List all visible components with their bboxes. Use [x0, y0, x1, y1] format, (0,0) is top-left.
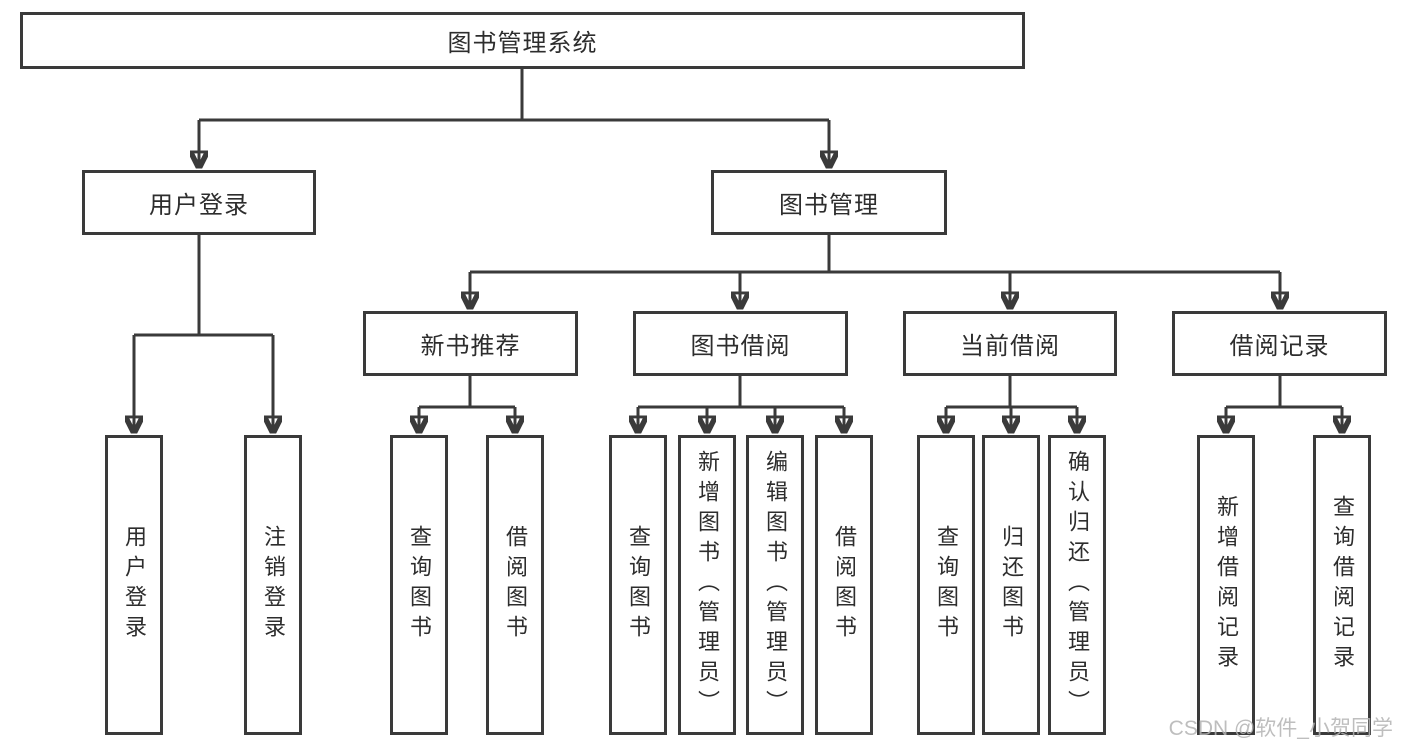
- node-label: 借阅记录: [1229, 333, 1330, 360]
- node-label: 借阅图书: [832, 525, 857, 645]
- leaf-query-books-borrowing: 查询图书: [609, 435, 667, 735]
- leaf-add-books-admin: 新增图书（管理员）: [678, 435, 736, 735]
- leaf-user-login: 用户登录: [105, 435, 163, 735]
- leaf-add-borrow-record: 新增借阅记录: [1197, 435, 1255, 735]
- node-label: 查询借阅记录: [1330, 495, 1355, 675]
- node-label: 用户登录: [149, 192, 249, 219]
- node-book-management: 图书管理: [711, 170, 947, 235]
- leaf-borrow-books: 借阅图书: [815, 435, 873, 735]
- leaf-return-books: 归还图书: [982, 435, 1040, 735]
- connector-current-borrowing: [946, 376, 1077, 431]
- node-user-login: 用户登录: [82, 170, 316, 235]
- node-label: 当前借阅: [960, 333, 1060, 360]
- node-label: 注销登录: [261, 525, 286, 645]
- leaf-query-books-recommend: 查询图书: [390, 435, 448, 735]
- connector-new-book-recommend: [419, 376, 515, 431]
- node-label: 图书借阅: [690, 333, 791, 360]
- node-label: 编辑图书（管理员）: [763, 450, 788, 720]
- leaf-confirm-return-admin: 确认归还（管理员）: [1048, 435, 1106, 735]
- connector-root: [199, 68, 829, 166]
- node-label: 图书管理: [779, 192, 879, 219]
- leaf-query-borrow-record: 查询借阅记录: [1313, 435, 1371, 735]
- node-label: 查询图书: [934, 525, 959, 645]
- leaf-borrow-books-recommend: 借阅图书: [486, 435, 544, 735]
- connector-user-login: [134, 235, 273, 431]
- node-new-book-recommend: 新书推荐: [363, 311, 578, 376]
- csdn-watermark: CSDN @软件_小贺同学: [1168, 717, 1393, 740]
- node-label: 新增借阅记录: [1214, 495, 1239, 675]
- connector-book-management: [470, 235, 1280, 307]
- leaf-edit-books-admin: 编辑图书（管理员）: [746, 435, 804, 735]
- node-book-borrowing: 图书借阅: [633, 311, 848, 376]
- connector-book-borrowing: [638, 376, 844, 431]
- connector-borrowing-records: [1226, 376, 1342, 431]
- node-label: 用户登录: [122, 525, 147, 645]
- leaf-query-books-current: 查询图书: [917, 435, 975, 735]
- node-label: 新书推荐: [420, 333, 521, 360]
- node-label: 新增图书（管理员）: [695, 450, 720, 720]
- node-borrowing-records: 借阅记录: [1172, 311, 1387, 376]
- node-label: 借阅图书: [503, 525, 528, 645]
- node-current-borrowing: 当前借阅: [903, 311, 1117, 376]
- node-label: 确认归还（管理员）: [1065, 450, 1090, 720]
- node-label: 查询图书: [626, 525, 651, 645]
- node-label: 查询图书: [407, 525, 432, 645]
- node-book-management-system: 图书管理系统: [20, 12, 1025, 69]
- node-label: 图书管理系统: [447, 30, 598, 57]
- node-label: 归还图书: [999, 525, 1024, 645]
- leaf-logout-login: 注销登录: [244, 435, 302, 735]
